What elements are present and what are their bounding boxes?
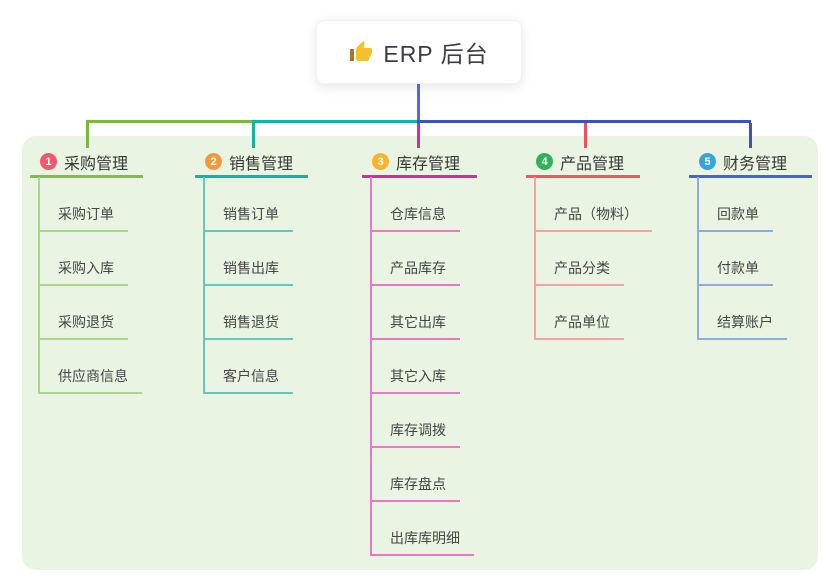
child-node-出库库明细[interactable]: 出库库明细: [370, 522, 474, 556]
branches-panel: [22, 136, 818, 570]
branch-node-采购管理[interactable]: 1 采购管理: [30, 148, 143, 175]
branch-label: 库存管理: [396, 155, 461, 173]
child-node-采购入库[interactable]: 采购入库: [38, 252, 128, 286]
child-label: 销售出库: [223, 260, 279, 276]
branch-drop-line: [252, 123, 255, 148]
child-node-产品单位[interactable]: 产品单位: [534, 306, 624, 340]
child-node-付款单[interactable]: 付款单: [697, 252, 773, 286]
child-node-产品分类[interactable]: 产品分类: [534, 252, 624, 286]
child-node-采购订单[interactable]: 采购订单: [38, 198, 128, 232]
child-node-其它入库[interactable]: 其它入库: [370, 360, 460, 394]
child-node-结算账户[interactable]: 结算账户: [697, 306, 787, 340]
child-label: 库存调拨: [390, 422, 446, 438]
branch-underline: [526, 175, 640, 178]
root-trunk-line: [417, 84, 420, 123]
branch-number-badge: 4: [536, 153, 553, 170]
child-label: 其它入库: [390, 368, 446, 384]
branch-node-财务管理[interactable]: 5 财务管理: [689, 148, 812, 175]
child-label: 采购入库: [58, 260, 114, 276]
child-node-产品（物料）[interactable]: 产品（物料）: [534, 198, 652, 232]
child-node-客户信息[interactable]: 客户信息: [203, 360, 293, 394]
child-label: 客户信息: [223, 368, 279, 384]
child-label: 仓库信息: [390, 206, 446, 222]
child-node-销售退货[interactable]: 销售退货: [203, 306, 293, 340]
child-label: 销售退货: [223, 314, 279, 330]
branch-label: 产品管理: [560, 155, 625, 173]
branch-drop-line: [417, 123, 420, 148]
branch-number-badge: 1: [40, 153, 57, 170]
child-label: 供应商信息: [58, 368, 128, 384]
branch-underline: [30, 175, 143, 178]
branch-label: 采购管理: [64, 155, 129, 173]
child-node-产品库存[interactable]: 产品库存: [370, 252, 460, 286]
branch-node-销售管理[interactable]: 2 销售管理: [195, 148, 308, 175]
child-label: 库存盘点: [390, 476, 446, 492]
branch-underline: [689, 175, 812, 178]
child-label: 付款单: [717, 260, 759, 276]
root-label: ERP 后台: [383, 41, 489, 67]
branch-spine-line: [534, 177, 536, 340]
bus-segment-green: [86, 120, 252, 123]
child-label: 产品分类: [554, 260, 610, 276]
branch-node-库存管理[interactable]: 3 库存管理: [362, 148, 477, 175]
branch-drop-line: [584, 123, 587, 148]
child-node-销售订单[interactable]: 销售订单: [203, 198, 293, 232]
child-node-库存盘点[interactable]: 库存盘点: [370, 468, 460, 502]
branch-number-badge: 2: [205, 153, 222, 170]
branch-label: 销售管理: [229, 155, 294, 173]
branch-number-badge: 5: [699, 153, 716, 170]
child-label: 结算账户: [717, 314, 773, 330]
child-label: 销售订单: [223, 206, 279, 222]
child-label: 产品单位: [554, 314, 610, 330]
bus-segment-blue: [417, 120, 751, 123]
child-node-回款单[interactable]: 回款单: [697, 198, 773, 232]
child-node-库存调拨[interactable]: 库存调拨: [370, 414, 460, 448]
bus-segment-teal: [252, 120, 417, 123]
thumbs-up-icon: [349, 40, 373, 64]
child-node-供应商信息[interactable]: 供应商信息: [38, 360, 142, 394]
child-label: 回款单: [717, 206, 759, 222]
branch-underline: [362, 175, 477, 178]
root-node[interactable]: ERP 后台: [316, 20, 522, 84]
branch-drop-line: [749, 123, 752, 148]
child-node-其它出库[interactable]: 其它出库: [370, 306, 460, 340]
branch-number-badge: 3: [372, 153, 389, 170]
branch-underline: [195, 175, 308, 178]
branch-node-产品管理[interactable]: 4 产品管理: [526, 148, 640, 175]
child-label: 出库库明细: [390, 530, 460, 546]
child-node-采购退货[interactable]: 采购退货: [38, 306, 128, 340]
child-label: 采购退货: [58, 314, 114, 330]
child-label: 其它出库: [390, 314, 446, 330]
branch-spine-line: [370, 177, 372, 556]
branch-spine-line: [697, 177, 699, 340]
child-node-仓库信息[interactable]: 仓库信息: [370, 198, 460, 232]
child-label: 采购订单: [58, 206, 114, 222]
child-label: 产品库存: [390, 260, 446, 276]
child-label: 产品（物料）: [554, 206, 638, 222]
branch-drop-line: [86, 123, 89, 148]
branch-label: 财务管理: [723, 155, 788, 173]
child-node-销售出库[interactable]: 销售出库: [203, 252, 293, 286]
